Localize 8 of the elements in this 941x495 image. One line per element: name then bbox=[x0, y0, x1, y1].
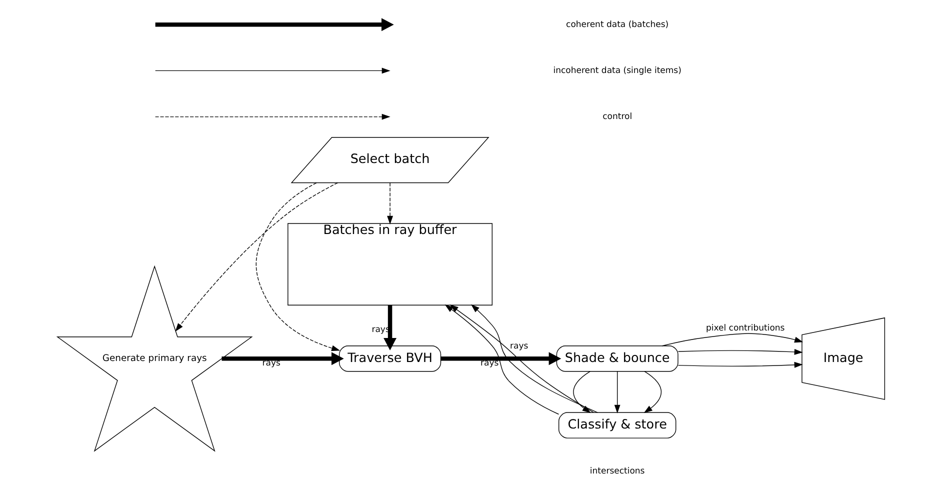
legend-label: incoherent data (single items) bbox=[552, 65, 681, 76]
edge-label: rays bbox=[510, 340, 528, 351]
edge-label: rays bbox=[262, 358, 280, 368]
edge-label: pixel contributions bbox=[705, 323, 784, 334]
legend-label: control bbox=[602, 111, 632, 122]
label: intersections bbox=[589, 466, 644, 476]
edge-label: rays bbox=[480, 358, 498, 368]
legend-label: coherent data (batches) bbox=[566, 19, 668, 30]
